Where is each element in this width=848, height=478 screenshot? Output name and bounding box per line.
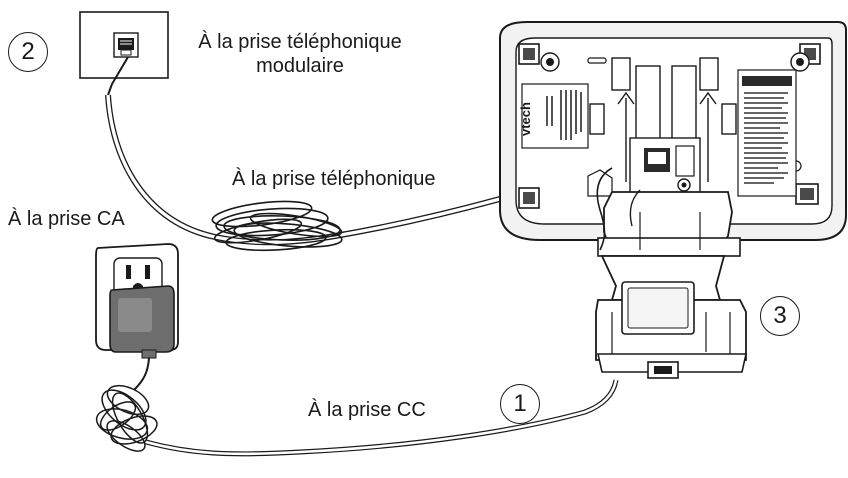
dc-jack-label: À la prise CC <box>308 399 426 421</box>
modular-jack-label-line1: À la prise téléphonique <box>198 31 402 53</box>
wall-phone-jack <box>79 11 169 79</box>
step-1-callout: 1 <box>500 384 540 424</box>
modular-jack-label: À la prise téléphonique modulaire <box>180 30 420 78</box>
ac-power-adapter <box>95 243 179 359</box>
modular-jack-label-line2: modulaire <box>256 55 344 77</box>
step-3-callout: 3 <box>760 296 800 336</box>
power-adapter-cord <box>95 357 619 457</box>
telephone-base: vtech <box>499 21 847 241</box>
phone-jack-label: À la prise téléphonique <box>232 168 436 190</box>
brand-logo: vtech <box>518 102 533 136</box>
wall-mount-bracket <box>595 191 747 379</box>
ac-outlet-label: À la prise CA <box>8 208 125 230</box>
step-2-callout: 2 <box>8 32 48 72</box>
